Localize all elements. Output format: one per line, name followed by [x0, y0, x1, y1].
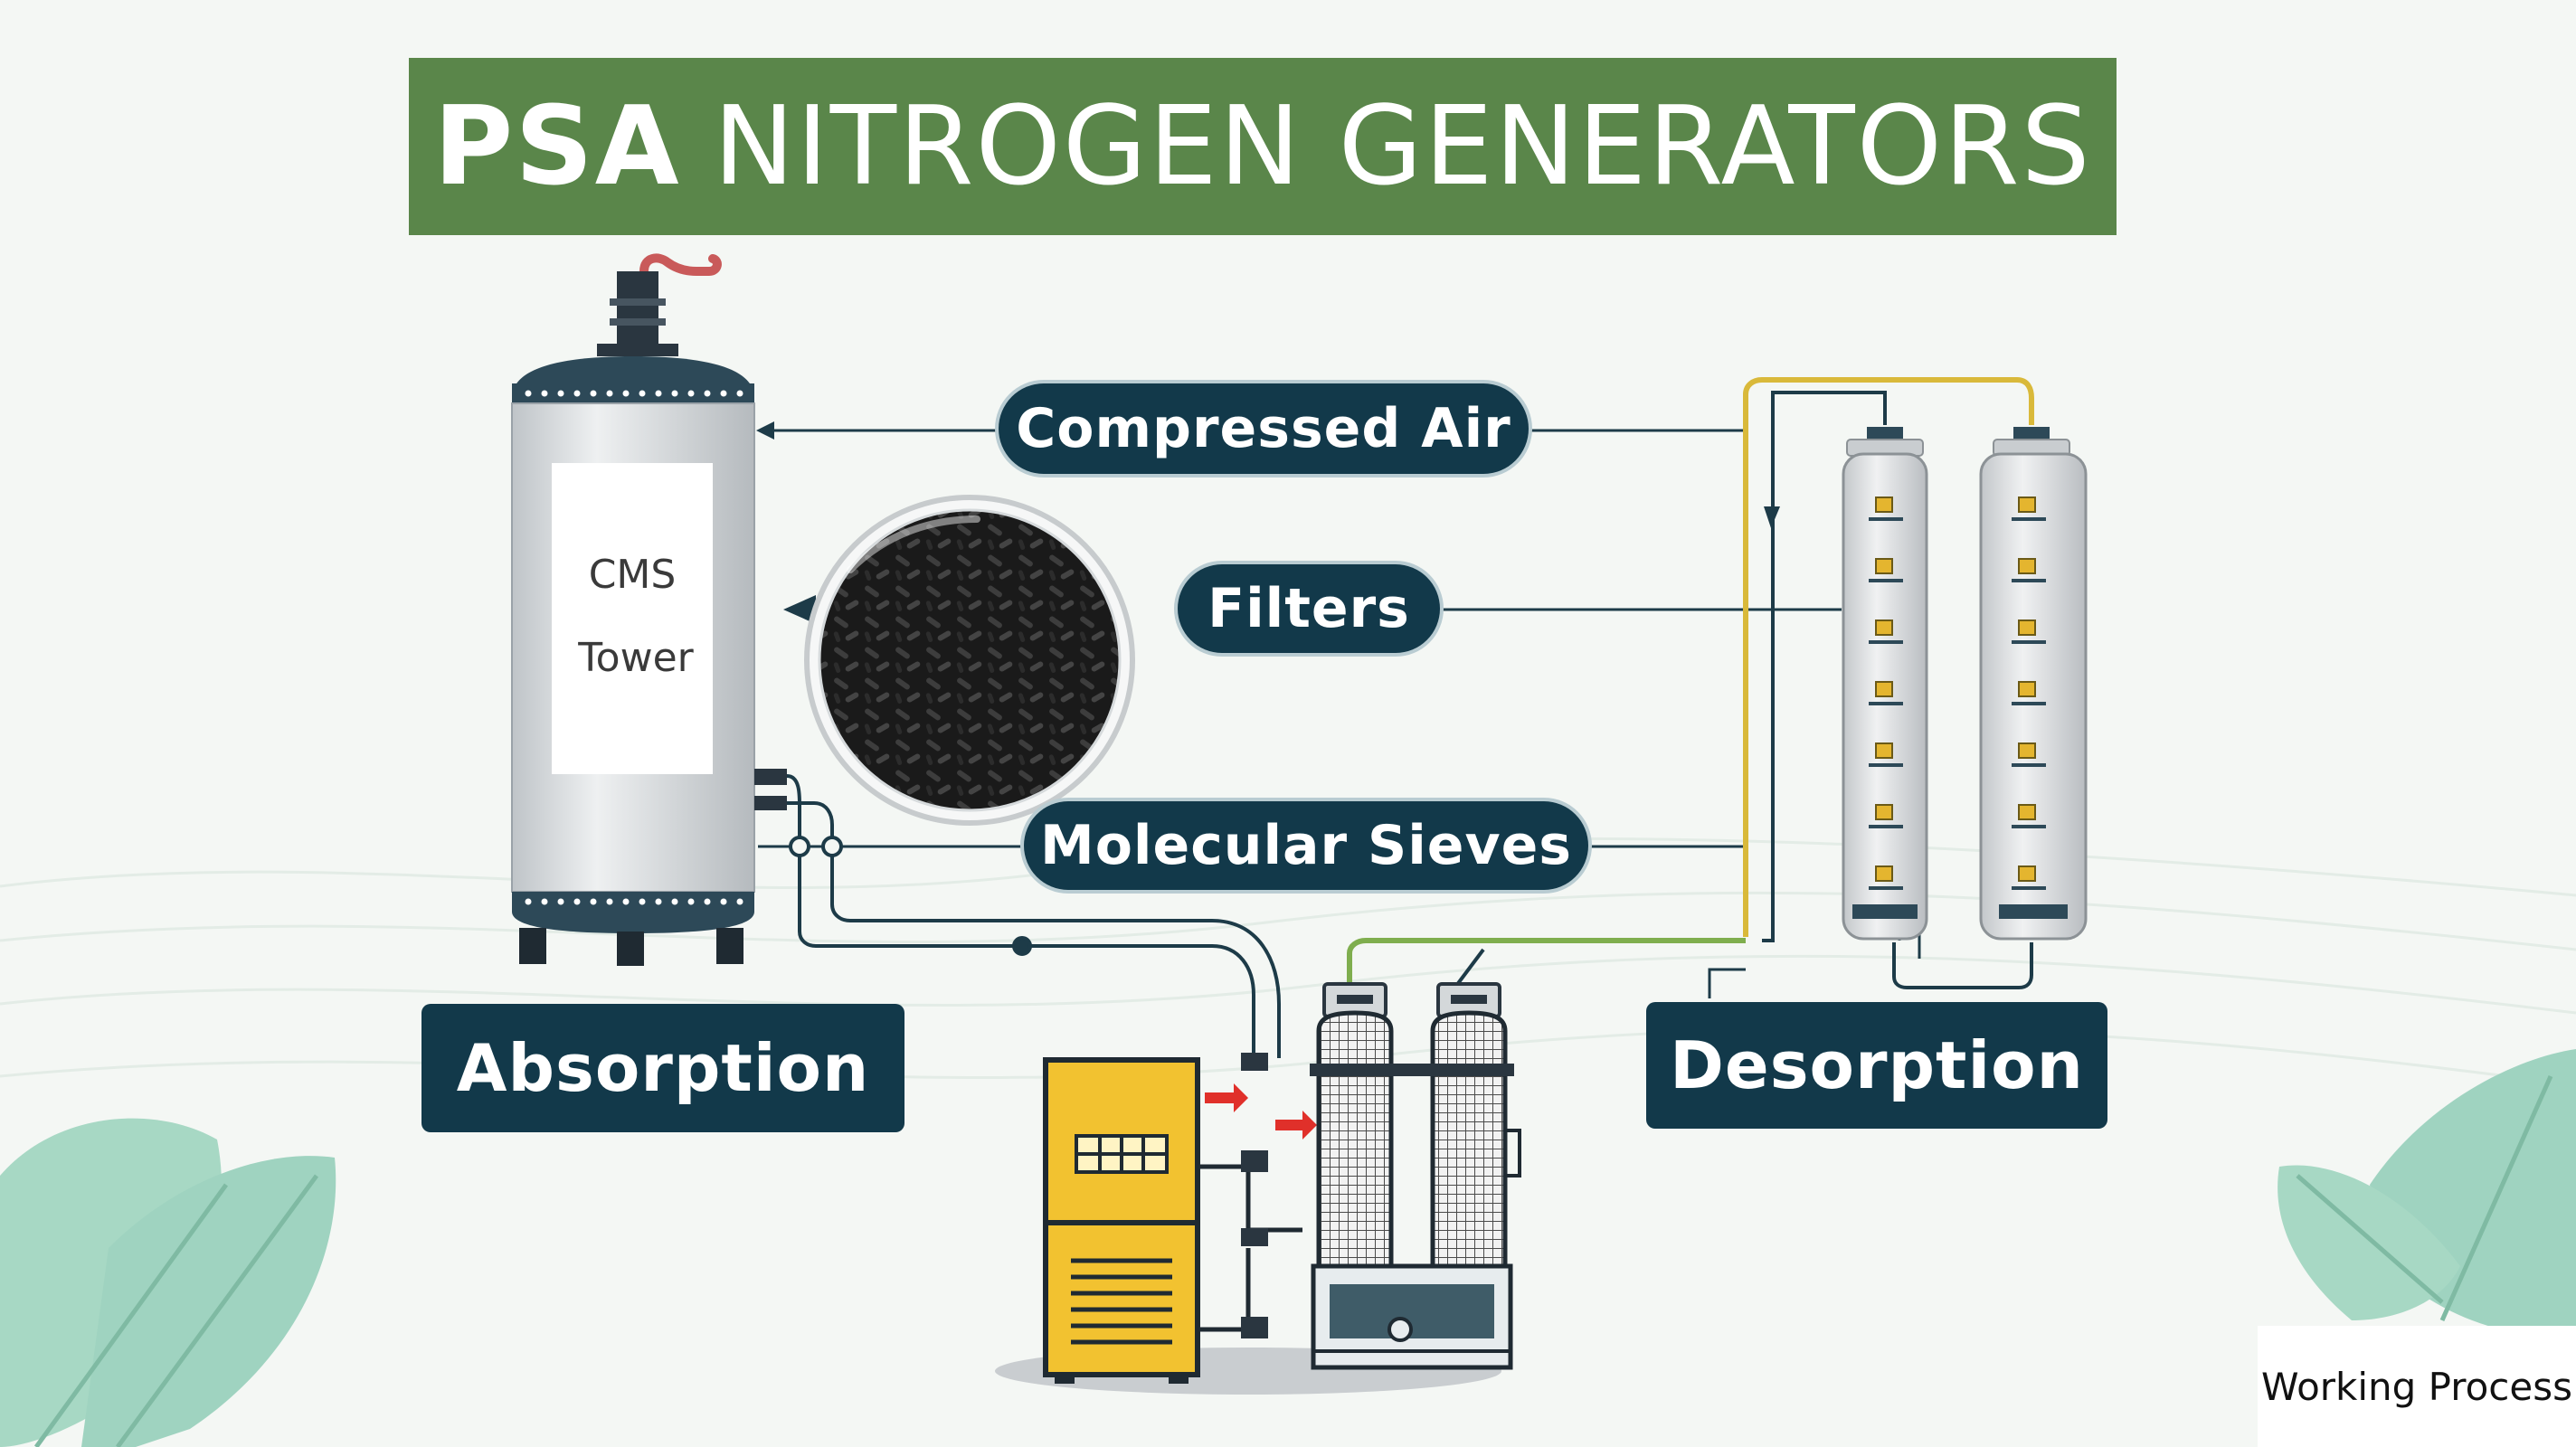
filter-column-icon	[1979, 427, 2088, 941]
filter-column-icon	[1842, 427, 1928, 941]
rivet-row	[525, 390, 743, 397]
title-banner: PSA NITROGEN GENERATORS	[409, 58, 2117, 235]
absorption-label: Absorption	[421, 1004, 904, 1132]
filters-label: Filters	[1178, 564, 1440, 653]
compressed-air-label: Compressed Air	[999, 383, 1529, 474]
desorption-label: Desorption	[1646, 1002, 2107, 1129]
leaf-icon	[2278, 1049, 2576, 1338]
desorption-pipes	[1347, 377, 2034, 998]
air-compressor-icon	[1043, 1053, 1317, 1384]
molecular-sieve-dish-icon	[804, 495, 1135, 826]
leaf-icon	[0, 1118, 336, 1447]
compressed-air-line	[756, 421, 1744, 440]
tower-label-line1: CMS	[588, 552, 677, 598]
title-text: NITROGEN GENERATORS	[713, 83, 2092, 210]
tower-outlet-pipes	[758, 774, 1281, 1058]
molecular-sieves-label: Molecular Sieves	[1024, 801, 1588, 890]
tower-label-panel	[552, 463, 713, 774]
title-bold: PSA	[433, 83, 681, 210]
working-process-caption: Working Process	[2258, 1326, 2576, 1447]
twin-tower-generator-icon	[1310, 982, 1521, 1370]
tower-label-line2: Tower	[578, 635, 694, 681]
cms-tower-icon	[511, 253, 787, 966]
